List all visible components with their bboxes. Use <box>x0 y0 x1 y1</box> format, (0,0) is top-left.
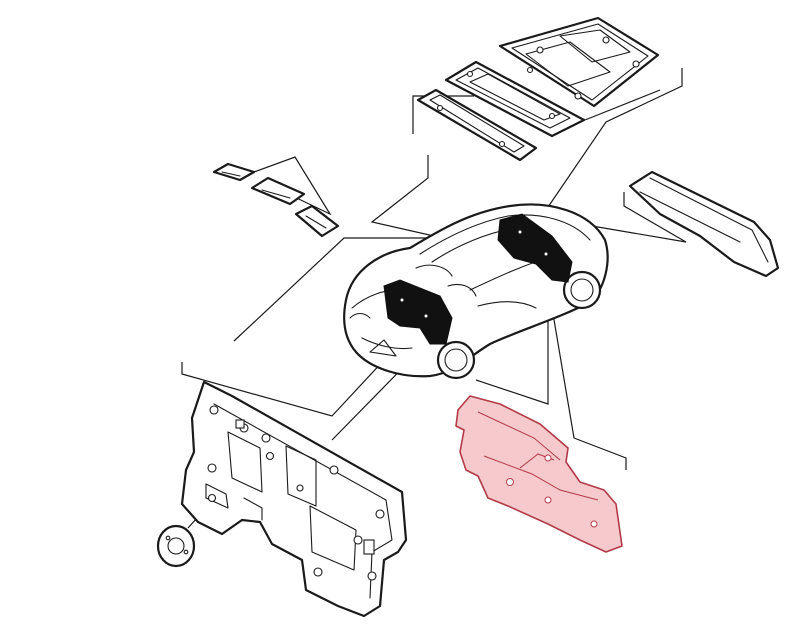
leader-firewall <box>233 237 456 342</box>
car-illustration <box>343 203 609 380</box>
leader-rear-shelf <box>591 192 687 243</box>
leader-roof-to-car <box>545 68 683 211</box>
leader-center <box>370 155 479 247</box>
leader-lines <box>181 68 687 529</box>
round-grommet[interactable] <box>156 524 196 568</box>
car-front-insulation <box>383 279 453 345</box>
leader-side <box>475 310 549 405</box>
pad-1 <box>212 162 256 182</box>
rear-shelf-insulation[interactable] <box>628 170 780 278</box>
roof-panel-insulation[interactable] <box>498 16 660 108</box>
rear-wheel <box>562 270 602 310</box>
bulkhead-insulation-panel[interactable] <box>180 380 408 618</box>
roof-front-insulation[interactable] <box>444 60 586 138</box>
small-insulation-pads[interactable] <box>212 162 340 238</box>
leader-roof-group <box>412 95 474 134</box>
car-rear-insulation <box>497 213 573 283</box>
leader-side-2 <box>549 295 627 470</box>
pad-3 <box>294 204 340 238</box>
side-panel-fill <box>455 395 623 553</box>
leader-pads <box>253 156 332 216</box>
front-wheel <box>436 340 476 380</box>
roof-rear-insulation[interactable] <box>416 88 538 162</box>
leader-roof-rear <box>584 89 661 121</box>
side-insulation-highlighted[interactable] <box>455 395 623 553</box>
pad-2 <box>250 176 306 206</box>
leader-bulkhead <box>181 329 413 417</box>
